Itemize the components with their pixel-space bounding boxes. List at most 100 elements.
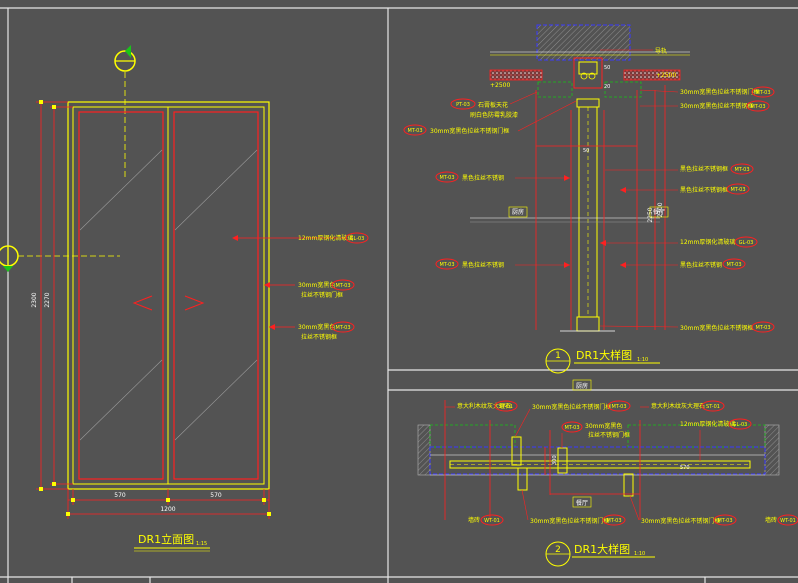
detail2-title: 2 DR1大样图 1:10 bbox=[545, 541, 655, 567]
detail1-title: 1 DR1大样图 1:10 bbox=[545, 348, 660, 374]
elevation-horizontal-dims bbox=[67, 489, 270, 519]
detail1-title-text: DR1大样图 bbox=[576, 348, 632, 362]
level-left: +2500 bbox=[490, 82, 510, 89]
ceiling-left bbox=[489, 69, 543, 81]
label-ceiling-a: 石膏板天花 bbox=[478, 101, 508, 109]
level-right: +2500 bbox=[656, 72, 676, 79]
callout-glass: 12mm厚钢化清玻璃 GL-03 bbox=[232, 232, 369, 244]
callout-frame-1a: 30mm宽黑色 bbox=[298, 281, 335, 289]
label-frame-mid-a: 30mm宽黑色 bbox=[585, 422, 622, 430]
ceiling-right bbox=[623, 69, 681, 81]
label-black-r2: 黑色拉丝不锈钢框 bbox=[680, 186, 728, 194]
callout-frame-1: 30mm宽黑色 拉丝不锈钢门框 MT-03 bbox=[264, 279, 355, 299]
door-open-arrow-right bbox=[184, 295, 205, 311]
concrete-slab bbox=[536, 24, 631, 61]
label-glass-detail1: 12mm厚钢化清玻璃 bbox=[680, 238, 735, 246]
tag-mt-3: MT-03 bbox=[750, 104, 765, 110]
tag-mt-7: MT-03 bbox=[730, 187, 745, 193]
label-bottom-r: 30mm宽黑色拉丝不锈钢门框 bbox=[641, 517, 720, 525]
label-frame-top-r2: 30mm宽黑色拉丝不锈钢框 bbox=[680, 102, 753, 110]
tag-mt-6: MT-03 bbox=[734, 167, 749, 173]
tag-ceiling: PT-03 bbox=[456, 102, 470, 108]
callout-black-l1: MT-03 黑色拉丝不锈钢 bbox=[435, 171, 570, 183]
label-black-r1: 黑色拉丝不锈钢框 bbox=[680, 165, 728, 173]
glass-reflection-lines bbox=[79, 149, 258, 441]
room-right: 餐厅 bbox=[653, 208, 665, 216]
dim-height-a: 2250 bbox=[647, 207, 654, 222]
label-tile-r: 墙砖 bbox=[765, 516, 777, 524]
callout-frame-2a: 30mm宽黑色 bbox=[298, 323, 335, 331]
callout-frame-2: 30mm宽黑色 拉丝不锈钢框 MT-03 bbox=[269, 321, 355, 341]
dim-leaf-left: 570 bbox=[114, 492, 126, 499]
callout-frame-mid: MT-03 30mm宽黑色 拉丝不锈钢门框 bbox=[561, 421, 630, 448]
tag-mt-2: MT-03 bbox=[755, 90, 770, 96]
callout-black-r2: 黑色拉丝不锈钢框 MT-03 bbox=[620, 183, 750, 195]
section-marker-left bbox=[0, 245, 120, 272]
elevation-horizontal-ticks bbox=[66, 498, 271, 516]
label-ceiling-b: 刷白色防霉乳胶漆 bbox=[470, 111, 518, 119]
tag-frame-2: MT-03 bbox=[335, 325, 350, 331]
tag-mt-5: MT-03 bbox=[439, 262, 454, 268]
dim-height-b: 2300 bbox=[657, 202, 664, 217]
label-stone-r: 意大利木纹灰大理石 bbox=[651, 402, 705, 410]
tag-mt-d2-4: MT-03 bbox=[717, 518, 732, 524]
tag-mt-d2-1: MT-03 bbox=[611, 404, 626, 410]
detail1-number: 1 bbox=[555, 351, 561, 361]
callout-tile-r: 墙砖 WT-01 bbox=[765, 514, 798, 526]
wall-left bbox=[417, 424, 431, 476]
tag-gl-d2: GL-03 bbox=[733, 422, 748, 428]
callout-tile-l: 墙砖 WT-01 bbox=[468, 514, 504, 526]
detail2-title-text: DR1大样图 bbox=[574, 542, 630, 556]
elevation-view: 2300 2270 570 570 1200 12mm厚钢化清玻璃 GL-03 bbox=[0, 45, 369, 552]
room-top: 厨房 bbox=[576, 382, 588, 390]
detail2-guides bbox=[444, 400, 641, 520]
label-black-l1: 黑色拉丝不锈钢 bbox=[462, 174, 504, 182]
label-glass-d2: 12mm厚钢化清玻璃 bbox=[680, 420, 735, 428]
label-black-r3: 黑色拉丝不锈钢 bbox=[680, 261, 722, 269]
elevation-scale: 1:15 bbox=[196, 541, 207, 547]
callout-frame-top-r1: 30mm宽黑色拉丝不锈钢门框 MT-03 bbox=[639, 86, 775, 98]
label-frame-mid-b: 拉丝不锈钢门框 bbox=[588, 431, 630, 439]
door-leaf-right bbox=[173, 111, 259, 480]
door-open-arrow-left bbox=[132, 295, 153, 311]
tag-gl-detail1: GL-03 bbox=[739, 240, 754, 246]
detail-1-view: 2250 2300 50 20 50 厨房 餐厅 导轨 +2500 +2500 … bbox=[403, 24, 775, 374]
wall-right bbox=[764, 424, 780, 476]
callout-ceiling: PT-03 石膏板天花 刷白色防霉乳胶漆 bbox=[450, 91, 538, 119]
room-left: 厨房 bbox=[512, 208, 524, 216]
tag-mt-d2-2: MT-03 bbox=[564, 425, 579, 431]
dim-width-d2: 570 bbox=[680, 465, 690, 471]
detail-2-view: 厨房 餐厅 300 570 bbox=[417, 379, 798, 567]
label-tile-l: 墙砖 bbox=[468, 516, 480, 524]
callout-frame-top: 30mm宽黑色拉丝不锈钢门框 MT-03 bbox=[514, 400, 631, 438]
label-frame-top-r1: 30mm宽黑色拉丝不锈钢门框 bbox=[680, 88, 759, 96]
sheet-frame bbox=[0, 7, 798, 583]
tag-mt-d2-3: MT-03 bbox=[606, 518, 621, 524]
detail1-scale: 1:10 bbox=[637, 357, 648, 363]
callout-bottom-r: 30mm宽黑色拉丝不锈钢门框 MT-03 bbox=[629, 495, 737, 526]
elevation-title: DR1立面图 1:15 bbox=[134, 532, 210, 552]
dim-leaf-right: 570 bbox=[210, 492, 222, 499]
callout-glass-d2: 12mm厚钢化清玻璃 GL-03 bbox=[680, 418, 752, 461]
detail2-scale: 1:10 bbox=[634, 551, 645, 557]
label-black-l2: 黑色拉丝不锈钢 bbox=[462, 261, 504, 269]
tag-mt-9: MT-03 bbox=[755, 325, 770, 331]
tag-frame-1: MT-03 bbox=[335, 283, 350, 289]
tag-mt-8: MT-03 bbox=[726, 262, 741, 268]
callout-black-r3: 黑色拉丝不锈钢 MT-03 bbox=[620, 258, 746, 270]
callout-black-r1: 黑色拉丝不锈钢框 MT-03 bbox=[605, 163, 754, 175]
elevation-title-text: DR1立面图 bbox=[138, 532, 194, 546]
label-stone-l: 意大利木纹灰大理石 bbox=[457, 402, 511, 410]
tag-glass: GL-03 bbox=[350, 236, 365, 242]
callout-glass-r: 12mm厚钢化清玻璃 GL-03 bbox=[600, 236, 758, 248]
callout-frame-1b: 拉丝不锈钢门框 bbox=[301, 291, 343, 299]
dim-total-height: 2300 bbox=[31, 292, 38, 307]
callout-bottom: 30mm宽黑色拉丝不锈钢框 MT-03 bbox=[599, 321, 775, 333]
label-frame-top: 30mm宽黑色拉丝不锈钢门框 bbox=[532, 403, 611, 411]
dim-width: 1200 bbox=[160, 506, 175, 513]
dim-depth: 300 bbox=[552, 455, 558, 465]
dim-small-a: 50 bbox=[604, 65, 610, 71]
callout-black-l2: MT-03 黑色拉丝不锈钢 bbox=[435, 258, 570, 270]
tag-mt-4: MT-03 bbox=[439, 175, 454, 181]
